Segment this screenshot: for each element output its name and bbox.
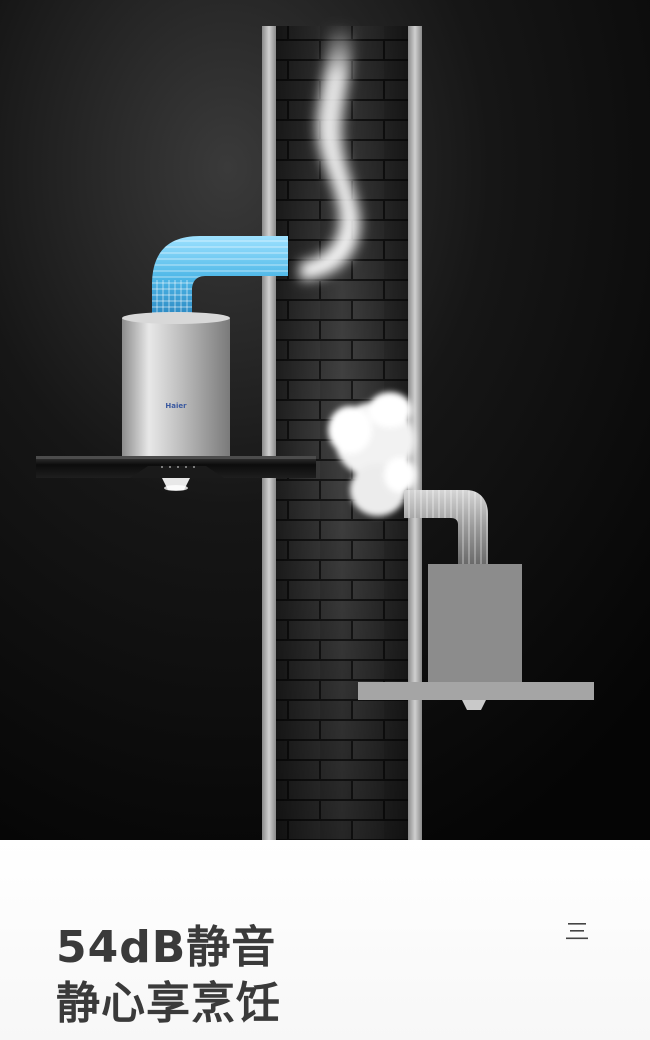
brand-logo: Haier: [165, 402, 187, 410]
hero-illustration: Haier: [0, 0, 650, 840]
headline-line-2: 静心享烹饪: [56, 978, 281, 1029]
gray-exhaust-duct: [404, 490, 488, 564]
menu-icon[interactable]: [566, 922, 590, 940]
headline-line-1: 54dB静音: [56, 922, 277, 973]
blue-exhaust-duct: [152, 236, 288, 318]
steam-cloud-right: [328, 392, 416, 516]
menu-icon-glyph: [566, 923, 588, 940]
steam-plume-top: [300, 25, 361, 280]
scene-svg: Haier: [0, 0, 650, 840]
bottom-panel: 54dB静音 静心享烹饪: [0, 840, 650, 1040]
range-hood-left: Haier: [36, 312, 316, 491]
headline: 54dB静音 静心享烹饪: [56, 920, 281, 1032]
range-hood-right: [358, 564, 594, 710]
